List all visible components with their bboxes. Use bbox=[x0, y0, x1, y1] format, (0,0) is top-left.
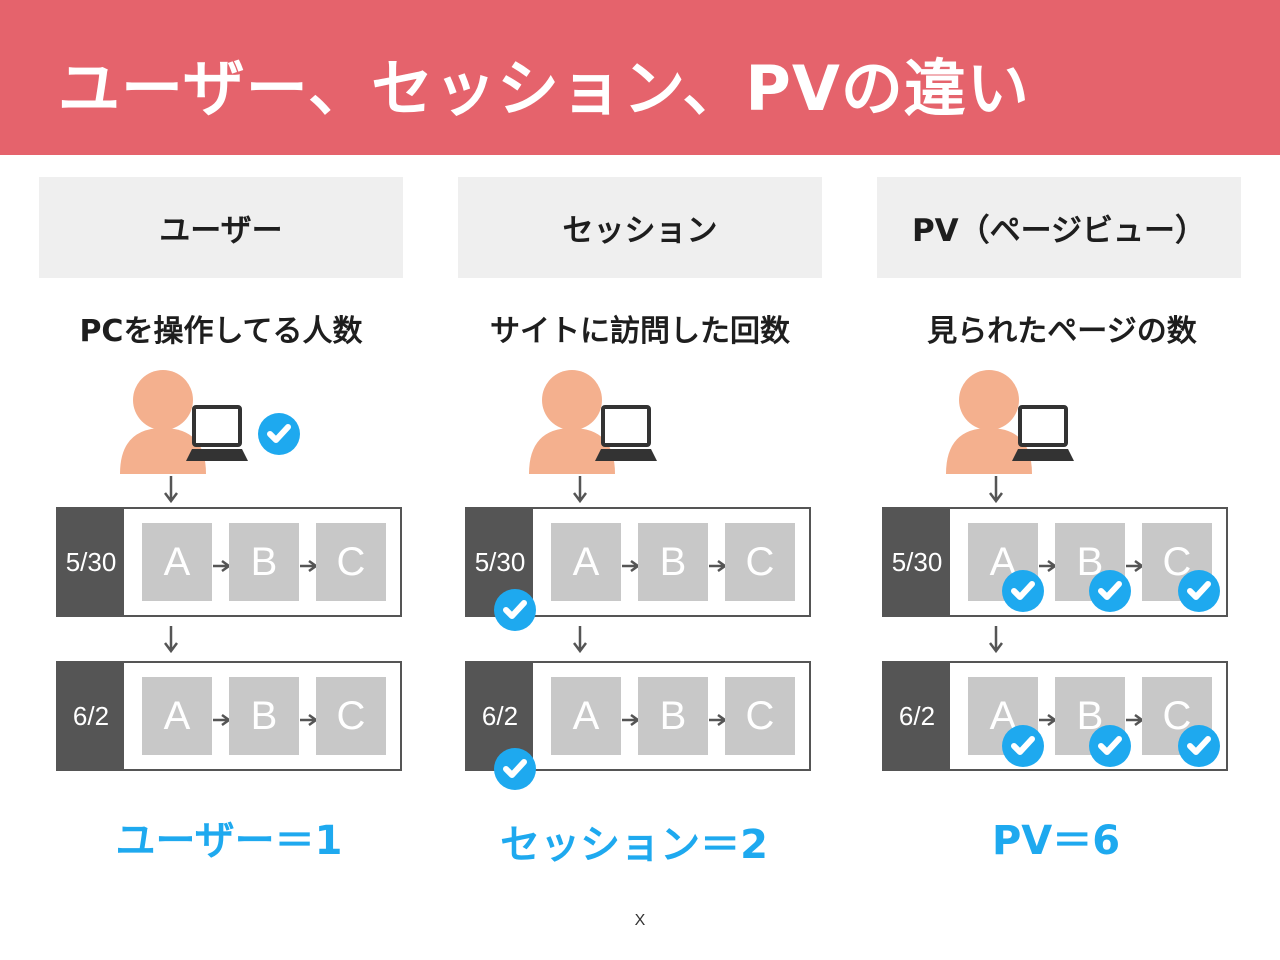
down-arrow-icon bbox=[989, 476, 1003, 504]
date-cell: 5/30 bbox=[884, 509, 950, 615]
check-icon bbox=[494, 748, 536, 790]
session-row: 5/30 A B C bbox=[465, 507, 811, 617]
page-cell: C bbox=[316, 523, 386, 601]
session-row: 6/2 A B C bbox=[56, 661, 402, 771]
page-cell: A bbox=[551, 677, 621, 755]
session-row: 5/30 A B C bbox=[56, 507, 402, 617]
page-cell: A bbox=[142, 677, 212, 755]
page-cell: C bbox=[316, 677, 386, 755]
column-header: ユーザー bbox=[39, 177, 403, 278]
down-arrow-icon bbox=[164, 626, 178, 654]
person-icon bbox=[120, 370, 206, 474]
laptop-icon bbox=[595, 405, 657, 461]
laptop-icon bbox=[186, 405, 248, 461]
column-header: PV（ページビュー） bbox=[877, 177, 1241, 278]
date-cell: 5/30 bbox=[58, 509, 124, 615]
check-icon bbox=[1002, 570, 1044, 612]
down-arrow-icon bbox=[989, 626, 1003, 654]
result-label: セッション＝2 bbox=[500, 822, 768, 868]
check-icon bbox=[1178, 570, 1220, 612]
check-icon bbox=[1089, 570, 1131, 612]
page-cell: B bbox=[638, 523, 708, 601]
person-icon bbox=[529, 370, 615, 474]
column-description: サイトに訪問した回数 bbox=[490, 314, 790, 349]
page-cell: B bbox=[229, 523, 299, 601]
check-icon bbox=[258, 413, 300, 455]
person-icon bbox=[946, 370, 1032, 474]
column-description: 見られたページの数 bbox=[927, 314, 1197, 349]
check-icon bbox=[1089, 725, 1131, 767]
session-row: 5/30 A B C bbox=[882, 507, 1228, 617]
page-cell: C bbox=[725, 677, 795, 755]
column-description: PCを操作してる人数 bbox=[79, 314, 363, 349]
check-icon bbox=[494, 589, 536, 631]
check-icon bbox=[1178, 725, 1220, 767]
page-cell: B bbox=[229, 677, 299, 755]
laptop-icon bbox=[1012, 405, 1074, 461]
page-title: ユーザー、セッション、PVの違い bbox=[58, 52, 1030, 125]
title-banner: ユーザー、セッション、PVの違い bbox=[0, 0, 1280, 155]
date-cell: 6/2 bbox=[884, 663, 950, 769]
page-cell: A bbox=[142, 523, 212, 601]
session-row: 6/2 A B C bbox=[882, 661, 1228, 771]
down-arrow-icon bbox=[573, 626, 587, 654]
result-label: PV＝6 bbox=[991, 818, 1121, 864]
date-cell: 6/2 bbox=[58, 663, 124, 769]
page-cell: C bbox=[725, 523, 795, 601]
result-label: ユーザー＝1 bbox=[115, 818, 343, 864]
page-cell: B bbox=[638, 677, 708, 755]
column-header: セッション bbox=[458, 177, 822, 278]
footer-mark: X bbox=[634, 912, 646, 929]
page-cell: A bbox=[551, 523, 621, 601]
down-arrow-icon bbox=[573, 476, 587, 504]
check-icon bbox=[1002, 725, 1044, 767]
down-arrow-icon bbox=[164, 476, 178, 504]
